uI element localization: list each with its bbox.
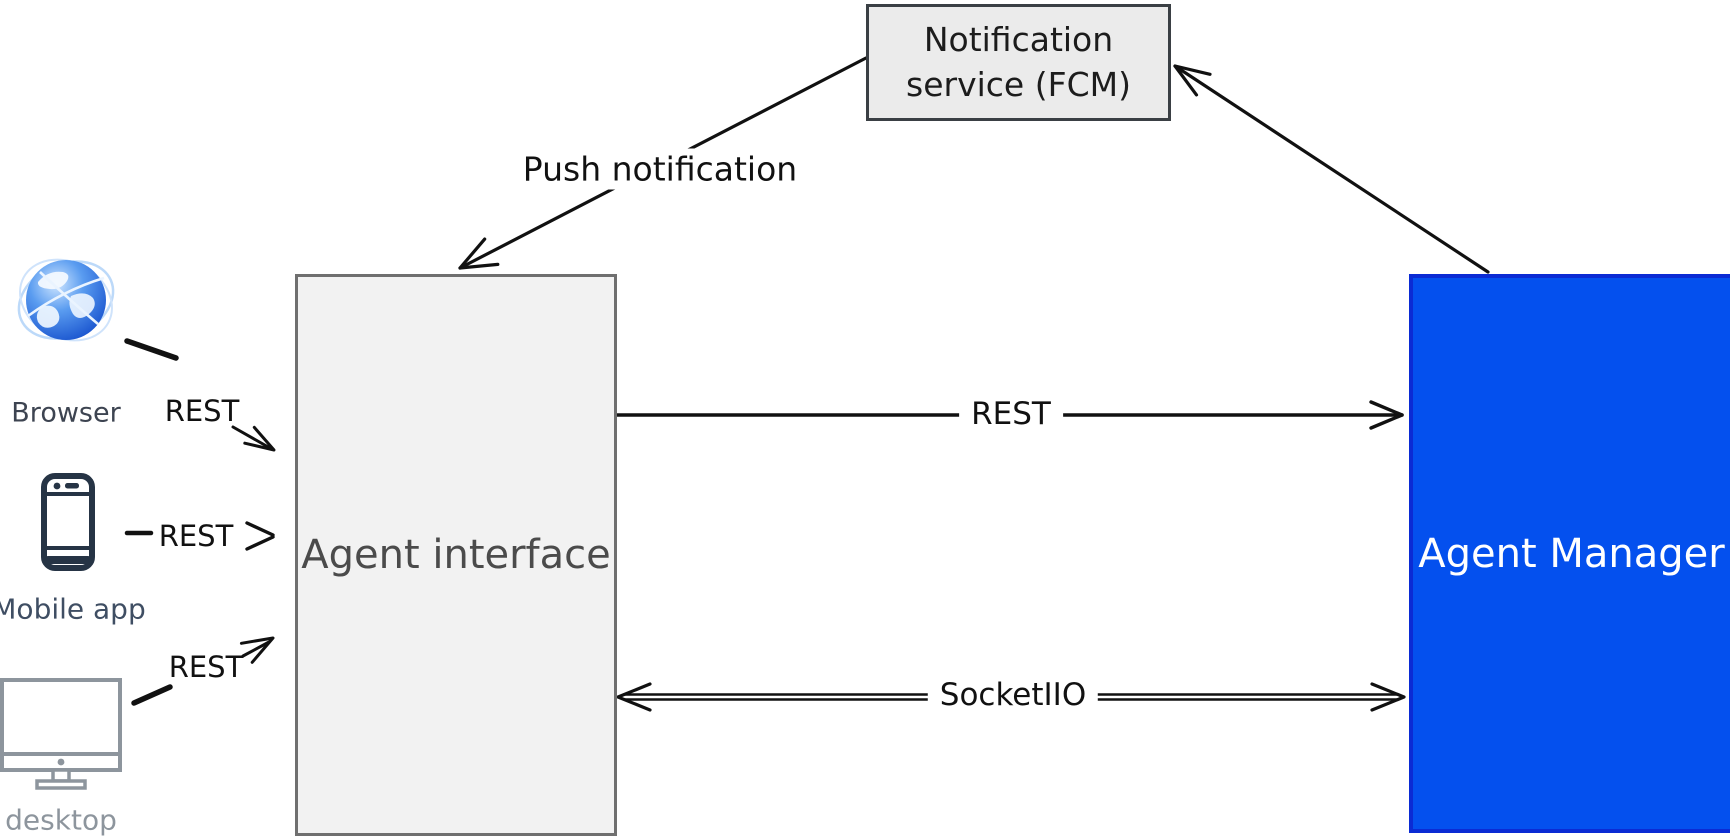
desktop-client-label: desktop <box>5 803 117 837</box>
push-notification-arrow-label: Push notification <box>510 148 810 190</box>
agent-interface-label: Agent interface <box>301 532 611 578</box>
notification-service-label: Notification service (FCM) <box>906 19 1131 104</box>
agent-manager-node: Agent Manager <box>1409 274 1730 833</box>
monitor-icon <box>0 678 124 794</box>
desktop-rest-arrow-label: REST <box>168 650 244 684</box>
agent-manager-label: Agent Manager <box>1418 530 1725 577</box>
agent-interface-node: Agent interface <box>295 274 617 836</box>
rest-main-arrow-label: REST <box>959 395 1063 433</box>
mobile-rest-arrow-label: REST <box>158 519 234 553</box>
mobile-client-label: Mobile app <box>0 592 146 626</box>
smartphone-icon <box>40 472 96 576</box>
manager-to-notification-arrow <box>1173 64 1490 274</box>
notification-service-node: Notification service (FCM) <box>866 4 1171 121</box>
browser-client-label: Browser <box>11 397 121 429</box>
globe-icon <box>16 248 116 356</box>
socket-arrow-label: SocketIIO <box>927 676 1099 714</box>
browser-rest-arrow-label: REST <box>164 394 240 428</box>
